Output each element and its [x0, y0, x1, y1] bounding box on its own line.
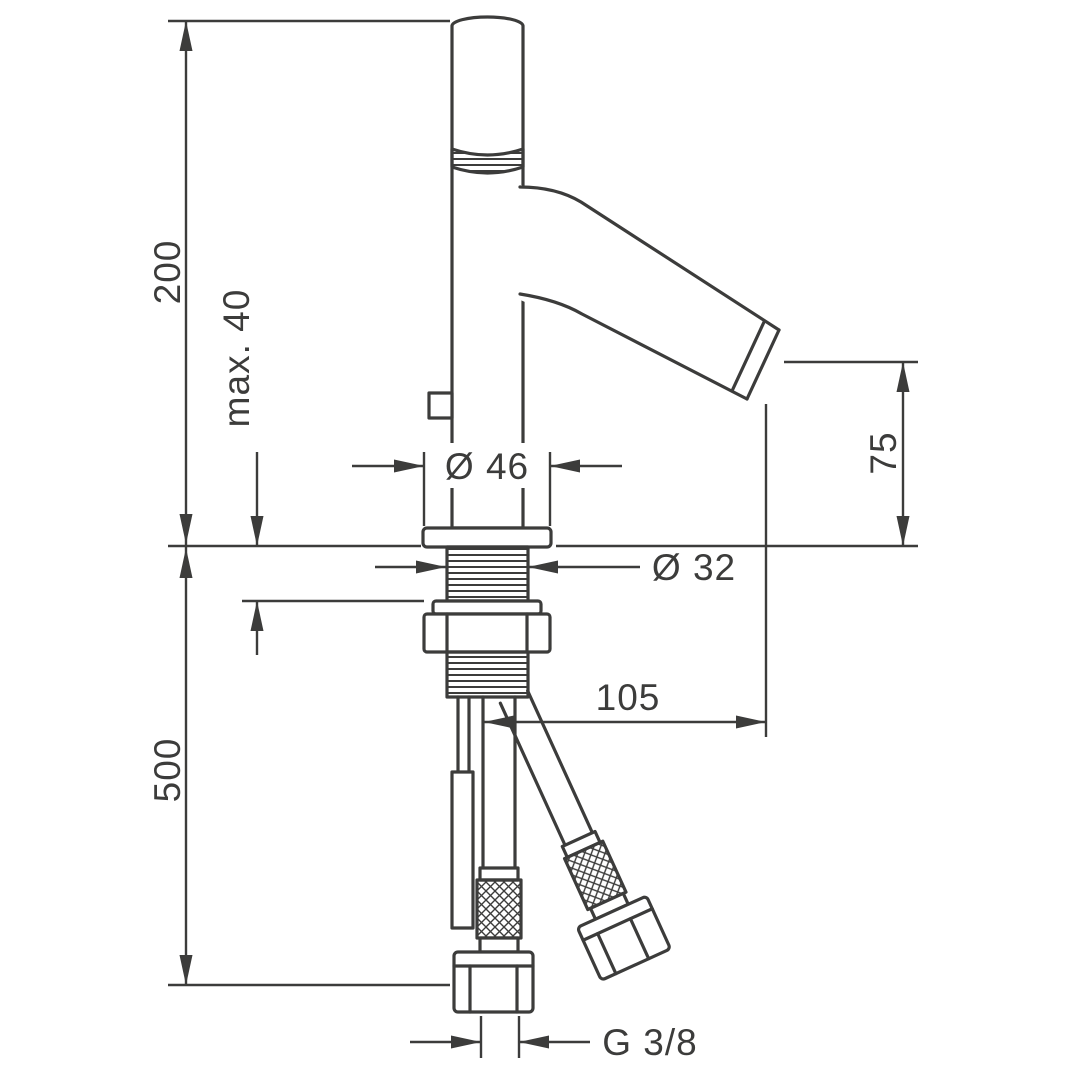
- spout-bottom-edge: [518, 292, 749, 401]
- faucet-outline-group: [421, 15, 781, 1014]
- dimension-lines-group: [168, 19, 918, 1058]
- arrow-right-icon: [416, 560, 446, 574]
- hose-braid: [475, 878, 523, 940]
- pull-rod-lower: [450, 770, 475, 930]
- hose-union-nut: [576, 895, 671, 981]
- arrow-up-icon: [179, 21, 193, 51]
- hose-collar-bottom: [478, 936, 520, 954]
- spout-end-inner-line: [730, 320, 766, 393]
- hose-nut-facet-left: [596, 932, 618, 976]
- base-flange: [421, 526, 553, 549]
- arrow-up-icon: [179, 548, 193, 578]
- arrow-left-icon: [528, 560, 558, 574]
- handle-ring: [450, 147, 525, 175]
- supply-hose-vertical: [452, 695, 535, 1014]
- arrow-down-icon: [896, 516, 910, 546]
- arrow-left-icon: [519, 1035, 549, 1049]
- pull-rod: [450, 695, 475, 930]
- arrow-left-icon: [484, 715, 514, 729]
- label-connection-length: 500: [147, 738, 188, 803]
- label-outlet-height: 75: [863, 431, 904, 474]
- body-side-tab: [427, 391, 454, 420]
- shank-washer: [431, 599, 543, 616]
- hose-tube-right: [526, 689, 597, 840]
- hose-nut-top-line: [581, 907, 654, 942]
- arrow-left-icon: [550, 459, 580, 473]
- spout-fill: [516, 182, 779, 401]
- hose-collar-top: [478, 866, 520, 882]
- faucet-body: [450, 15, 525, 530]
- arrow-up-icon: [896, 362, 910, 392]
- spout-top-edge: [518, 185, 781, 332]
- hose-nut-facet-right: [628, 917, 651, 961]
- arrow-down-icon: [179, 955, 193, 985]
- label-outlet-reach: 105: [596, 677, 661, 718]
- label-mask-d46: [437, 443, 538, 488]
- supply-hose-angled: [498, 689, 671, 981]
- shank-thread-lower: [445, 650, 530, 699]
- label-shank-diameter: Ø 32: [652, 547, 736, 588]
- label-overall-height: 200: [147, 240, 188, 305]
- arrow-up-icon: [250, 601, 264, 631]
- dimension-labels-group: 200 max. 40 500 Ø 46 Ø 32 75 105 G 3/8: [147, 240, 904, 1063]
- mounting-nut: [422, 612, 552, 654]
- hose-union-nut: [452, 950, 535, 1014]
- arrow-down-icon: [250, 516, 264, 546]
- arrow-right-icon: [394, 459, 424, 473]
- arrow-down-icon: [179, 514, 193, 544]
- label-max-deck-thickness: max. 40: [216, 289, 257, 428]
- spout-end-face: [745, 328, 781, 401]
- arrow-right-icon: [736, 715, 766, 729]
- label-connection-thread: G 3/8: [602, 1022, 698, 1063]
- label-base-diameter: Ø 46: [445, 446, 529, 487]
- shank-thread-upper: [445, 545, 530, 603]
- arrow-right-icon: [451, 1035, 481, 1049]
